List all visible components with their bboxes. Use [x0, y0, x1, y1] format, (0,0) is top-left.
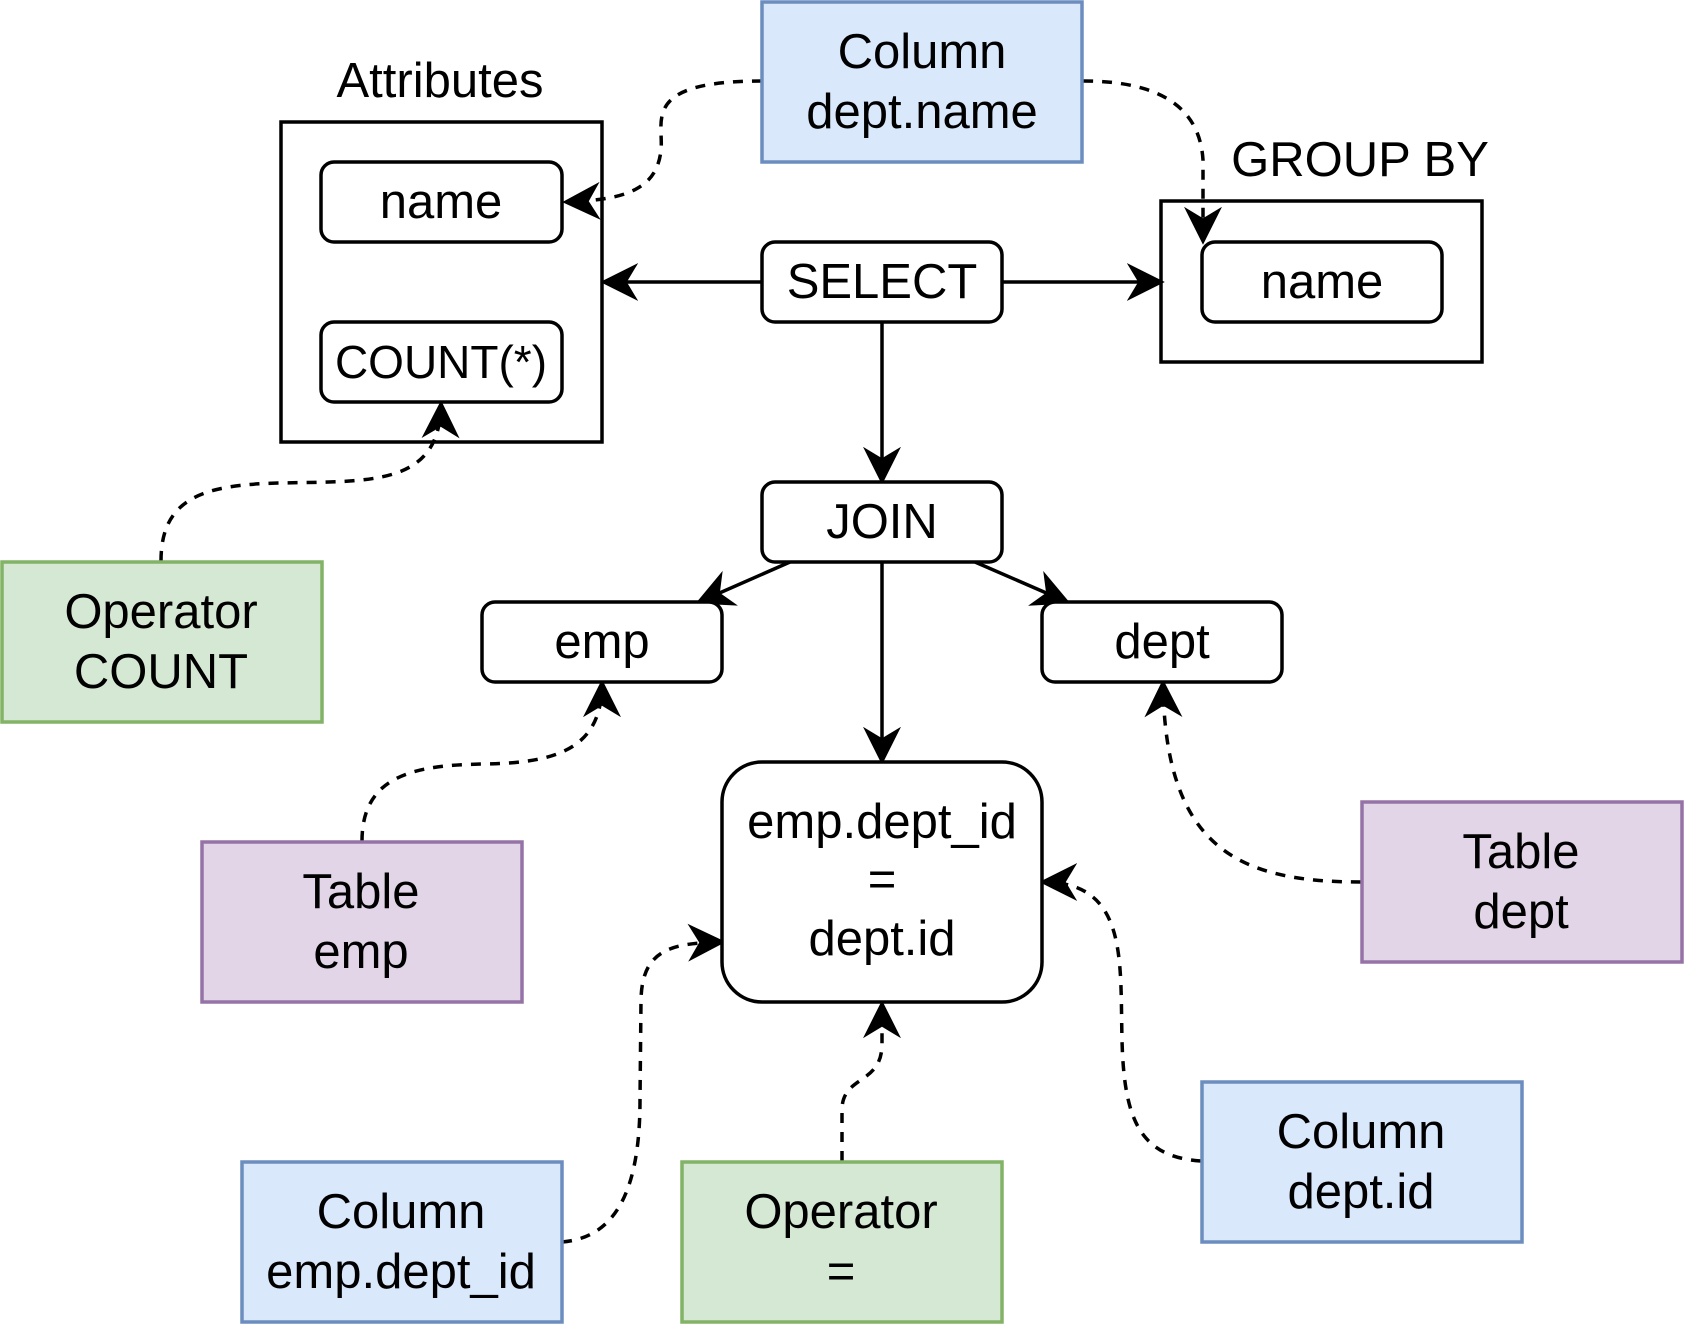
- group-name-label: name: [1261, 255, 1384, 309]
- select-node: SELECT: [760, 240, 1004, 324]
- annotation-edges: [159, 79, 1362, 1244]
- operator-count-line-2: COUNT: [74, 645, 248, 699]
- column-emp-dept-id-box: Column emp.dept_id: [240, 1160, 564, 1324]
- column-dept-id-line-2: dept.id: [1287, 1165, 1434, 1219]
- column-dept-id-line-1: Column: [1277, 1105, 1446, 1159]
- dept-label: dept: [1114, 615, 1210, 669]
- operator-eq-box: Operator =: [680, 1160, 1004, 1324]
- condition-node: emp.dept_id = dept.id: [720, 760, 1044, 1004]
- table-dept-box: Table dept: [1360, 800, 1684, 964]
- edge-col-dept-name-to-group-name: [1082, 79, 1222, 245]
- condition-line-3: dept.id: [808, 912, 955, 966]
- join-label: JOIN: [826, 495, 938, 549]
- table-emp-line-2: emp: [313, 925, 408, 979]
- select-label: SELECT: [787, 255, 978, 309]
- emp-label: emp: [554, 615, 649, 669]
- column-emp-dept-id-line-1: Column: [317, 1185, 486, 1239]
- group-name-node: name: [1200, 240, 1444, 324]
- table-dept-line-1: Table: [1462, 825, 1579, 879]
- edge-col-emp-dept-id-to-condition: [561, 923, 726, 1244]
- attr-count-label: COUNT(*): [335, 336, 547, 388]
- attributes-title: Attributes: [337, 54, 544, 108]
- edge-join-to-dept: [974, 560, 1071, 606]
- tree-edges: [600, 263, 1165, 765]
- edge-table-dept-to-dept: [1144, 679, 1362, 884]
- column-dept-name-line-2: dept.name: [806, 85, 1038, 139]
- dept-node: dept: [1040, 600, 1284, 684]
- operator-count-box: Operator COUNT: [0, 560, 324, 724]
- operator-eq-line-1: Operator: [744, 1185, 937, 1239]
- join-node: JOIN: [760, 480, 1004, 564]
- edge-col-dept-id-to-condition: [1039, 863, 1202, 1163]
- column-dept-id-box: Column dept.id: [1200, 1080, 1524, 1244]
- operator-count-line-1: Operator: [64, 585, 257, 639]
- condition-line-1: emp.dept_id: [747, 795, 1017, 849]
- table-dept-line-2: dept: [1473, 885, 1569, 939]
- edge-table-emp-to-emp: [360, 679, 621, 842]
- column-dept-name-line-1: Column: [838, 25, 1007, 79]
- attr-count-node: COUNT(*): [319, 320, 564, 404]
- edge-op-count-to-attr-count: [159, 400, 460, 562]
- attr-name-node: name: [319, 160, 564, 244]
- group-by-title: GROUP BY: [1231, 133, 1489, 187]
- edge-col-dept-name-to-attr-name: [562, 79, 763, 220]
- edge-join-to-emp: [695, 560, 791, 606]
- attr-name-label: name: [380, 175, 503, 229]
- column-dept-name-box: Column dept.name: [760, 0, 1084, 164]
- condition-line-2: =: [868, 853, 897, 907]
- column-emp-dept-id-line-2: emp.dept_id: [266, 1245, 536, 1299]
- table-emp-box: Table emp: [200, 840, 524, 1004]
- table-emp-line-1: Table: [302, 865, 419, 919]
- emp-node: emp: [480, 600, 724, 684]
- edge-op-eq-to-condition: [840, 1000, 901, 1161]
- operator-eq-line-2: =: [827, 1245, 856, 1299]
